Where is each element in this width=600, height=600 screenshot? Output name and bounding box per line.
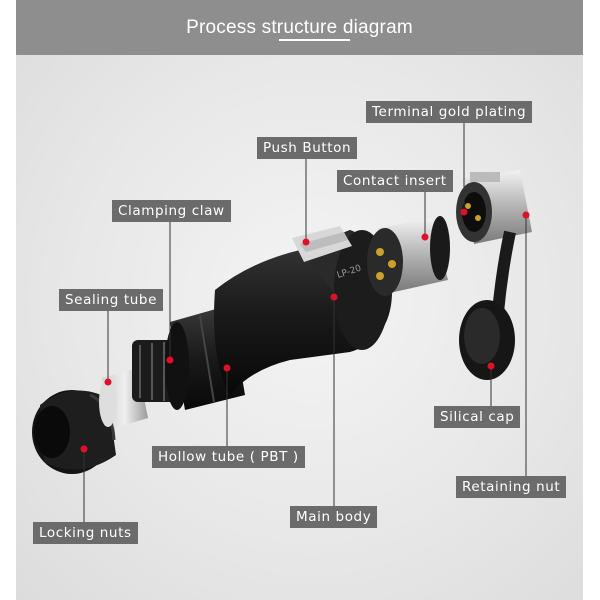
marker-contact-insert	[421, 233, 429, 241]
contact-insert-part	[367, 216, 450, 296]
title-part-2: diagram	[337, 16, 413, 38]
label-contact-insert: Contact insert	[337, 170, 453, 192]
title-underlined-part: structure	[261, 16, 338, 38]
silical-cap-part	[459, 230, 516, 380]
label-silical-cap: Silical cap	[434, 406, 521, 428]
title-part-1: Process	[186, 16, 262, 38]
marker-terminal-gold-plating	[460, 208, 468, 216]
markers	[80, 208, 530, 453]
marker-main-body	[330, 293, 338, 301]
label-main-body: Main body	[290, 506, 378, 528]
marker-retaining-nut	[522, 211, 530, 219]
label-hollow-tube: Hollow tube ( PBT )	[152, 446, 305, 468]
title-bar: Process structure diagram	[16, 0, 583, 55]
marker-clamping-claw	[166, 356, 174, 364]
diagram-title: Process structure diagram	[186, 17, 413, 39]
label-locking-nuts: Locking nuts	[33, 522, 138, 544]
marker-locking-nuts	[80, 445, 88, 453]
push-button-part	[292, 226, 352, 262]
marker-hollow-tube	[223, 364, 231, 372]
label-terminal-gold-plating: Terminal gold plating	[366, 101, 533, 123]
locking-nut-part	[32, 390, 116, 474]
marker-silical-cap	[487, 362, 495, 370]
title-underline	[279, 39, 350, 41]
label-sealing-tube: Sealing tube	[59, 289, 163, 311]
terminal-socket-part	[456, 170, 532, 244]
leader-lines	[83, 123, 527, 522]
label-clamping-claw: Clamping claw	[112, 200, 231, 222]
marker-push-button	[302, 238, 310, 246]
label-retaining-nut: Retaining nut	[456, 476, 567, 498]
marker-sealing-tube	[104, 378, 112, 386]
label-push-button: Push Button	[257, 137, 358, 159]
